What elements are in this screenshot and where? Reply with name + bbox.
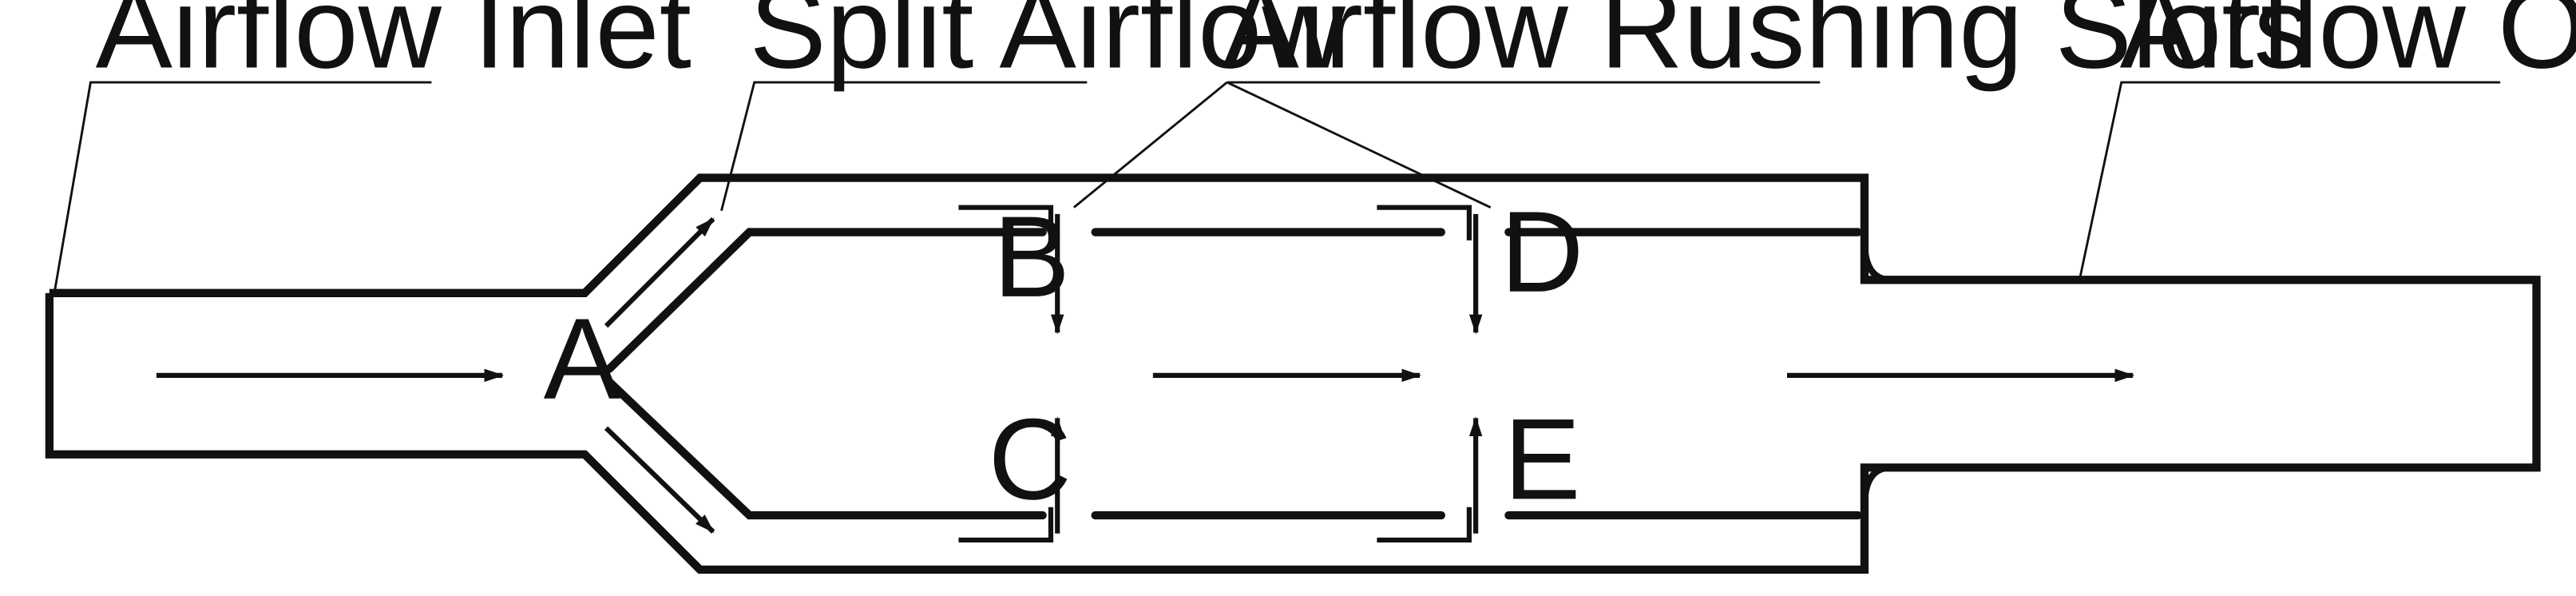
slot-lips xyxy=(958,205,1472,543)
outlet-step-bottom xyxy=(1861,464,1892,507)
point-c-label: C xyxy=(989,394,1072,523)
split-leader xyxy=(720,81,1088,212)
inlet-label: Airflow Inlet xyxy=(96,0,692,92)
flow-arrows xyxy=(156,213,2135,534)
point-d-label: D xyxy=(1500,187,1583,316)
split-label: Split Airflow xyxy=(750,0,1346,92)
duct-outer-top-wall xyxy=(45,173,2541,574)
outlet-leader xyxy=(2079,81,2501,277)
duct-outline xyxy=(45,173,2541,574)
point-a-label: A xyxy=(544,294,620,423)
duct-inner-walls xyxy=(605,228,1862,520)
split-lower-arrow xyxy=(604,426,715,534)
leader-lines xyxy=(53,81,2501,294)
slots-leader-left xyxy=(1072,81,1228,209)
slots-leader-right xyxy=(1227,81,1492,209)
point-labels: A B C D E xyxy=(544,187,1584,524)
callout-labels: Airflow Inlet Split Airflow Airflow Rush… xyxy=(96,0,2576,92)
slot-c-lip xyxy=(958,507,1054,543)
upper-inner-wall-segment-1 xyxy=(605,228,1047,373)
split-upper-arrow xyxy=(604,217,715,328)
inlet-leader xyxy=(53,81,432,294)
lower-inner-wall-segment-1 xyxy=(605,377,1047,520)
point-e-label: E xyxy=(1504,394,1580,523)
slot-b-lip xyxy=(958,205,1054,240)
outlet-label: Airflow Outlet xyxy=(2120,0,2576,92)
outlet-step-top xyxy=(1861,240,1892,284)
slot-e-lip xyxy=(1377,507,1472,543)
point-b-label: B xyxy=(993,192,1070,321)
slot-d-lip xyxy=(1377,205,1472,240)
outlet-step xyxy=(1861,240,1892,507)
slots-label: Airflow Rushing Slots xyxy=(1222,0,2311,92)
